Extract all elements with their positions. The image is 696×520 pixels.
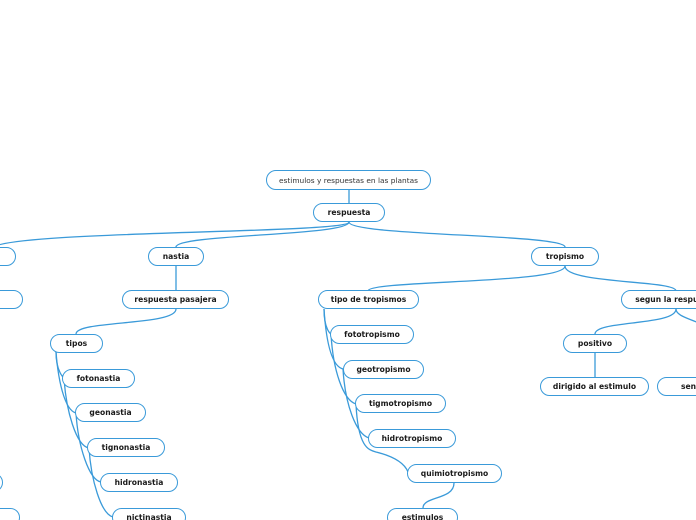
link-tipo-geotropismo [323, 308, 344, 370]
geonastia-node[interactable]: geonastia [75, 403, 146, 422]
tigmotropismo-node[interactable]: tigmotropismo [355, 394, 446, 413]
quimiotropismo-node[interactable]: quimiotropismo [407, 464, 502, 483]
link-segun-right [675, 308, 696, 323]
link-quimiotropismo-estimulos [422, 482, 455, 509]
link-respuesta-pasajera-tipos [75, 308, 177, 335]
link-tipos-tignonastia [63, 377, 90, 449]
link-tropismo-segun [564, 265, 677, 292]
positivo-node[interactable]: positivo [563, 334, 627, 353]
dirigido-al-estimulo-node[interactable]: dirigido al estimulo [540, 377, 649, 396]
tignonastia-node[interactable]: tignonastia [87, 438, 165, 457]
link-tropismo-tipo-de-tropismos [367, 265, 566, 292]
link-respuesta-nastia [175, 221, 350, 248]
link-respuesta-left [0, 221, 350, 246]
respuesta-pasajera-node[interactable]: respuesta pasajera [122, 290, 229, 309]
fototropismo-node[interactable]: fototropismo [330, 325, 414, 344]
link-segun-positivo [594, 308, 677, 335]
fotonastia-node[interactable]: fotonastia [62, 369, 135, 388]
tipo-de-tropismos-node[interactable]: tipo de tropismos [318, 290, 419, 309]
link-tipos-nictinastia [88, 447, 114, 518]
root-node[interactable]: estimulos y respuestas en las plantas [266, 170, 431, 190]
tropismo-node[interactable]: tropismo [531, 247, 599, 266]
left-partial-node-2[interactable]: as [0, 290, 23, 309]
link-tipos-hidronastia [75, 412, 102, 483]
left-partial-node-1[interactable] [0, 247, 16, 266]
link-tipo-hidrotropismo [342, 368, 370, 439]
respuesta-node[interactable]: respuesta [313, 203, 385, 222]
segun-la-respuesta-node[interactable]: segun la respuesta [621, 290, 696, 309]
link-tipos-geonastia [55, 351, 77, 414]
tipos-node[interactable]: tipos [50, 334, 103, 353]
nictinastia-node[interactable]: nictinastia [112, 508, 186, 520]
link-tipo-tigmotropismo [330, 333, 357, 405]
link-tipo-quimiotropismo [355, 403, 409, 473]
nastia-node[interactable]: nastia [148, 247, 204, 266]
hidronastia-node[interactable]: hidronastia [100, 473, 178, 492]
estimulos-node[interactable]: estimulos [387, 508, 458, 520]
sentido-node[interactable]: sentido [657, 377, 696, 396]
link-respuesta-tropismo [348, 221, 566, 248]
left-partial-node-4[interactable]: o [0, 508, 20, 520]
hidrotropismo-node[interactable]: hidrotropismo [368, 429, 456, 448]
geotropismo-node[interactable]: geotropismo [343, 360, 424, 379]
